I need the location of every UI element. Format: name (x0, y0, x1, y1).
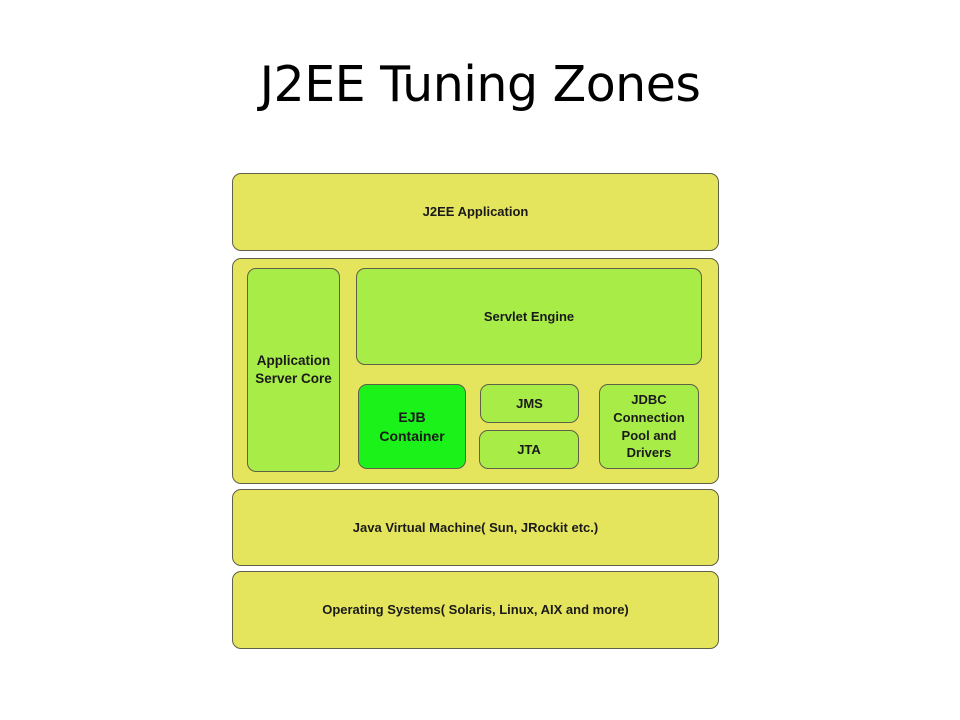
ejb-container-label: EJB Container (379, 408, 445, 444)
j2ee-application-label: J2EE Application (422, 204, 529, 220)
j2ee-application-layer: J2EE Application (232, 173, 719, 251)
jdbc-box: JDBC Connection Pool and Drivers (599, 384, 699, 469)
jms-box: JMS (480, 384, 579, 423)
ejb-container-box: EJB Container (358, 384, 466, 469)
application-server-core-box: Application Server Core (247, 268, 340, 472)
operating-systems-label: Operating Systems( Solaris, Linux, AIX a… (322, 602, 629, 618)
application-server-core-label: Application Server Core (255, 352, 332, 386)
jvm-label: Java Virtual Machine( Sun, JRockit etc.) (352, 519, 599, 535)
jvm-layer: Java Virtual Machine( Sun, JRockit etc.) (232, 489, 719, 566)
servlet-engine-box: Servlet Engine (356, 268, 702, 365)
operating-systems-layer: Operating Systems( Solaris, Linux, AIX a… (232, 571, 719, 649)
jta-box: JTA (479, 430, 579, 469)
jta-label: JTA (517, 441, 541, 457)
slide-title: J2EE Tuning Zones (259, 56, 701, 113)
servlet-engine-label: Servlet Engine (483, 308, 575, 324)
jdbc-label: JDBC Connection Pool and Drivers (613, 392, 685, 461)
jms-label: JMS (516, 395, 543, 411)
